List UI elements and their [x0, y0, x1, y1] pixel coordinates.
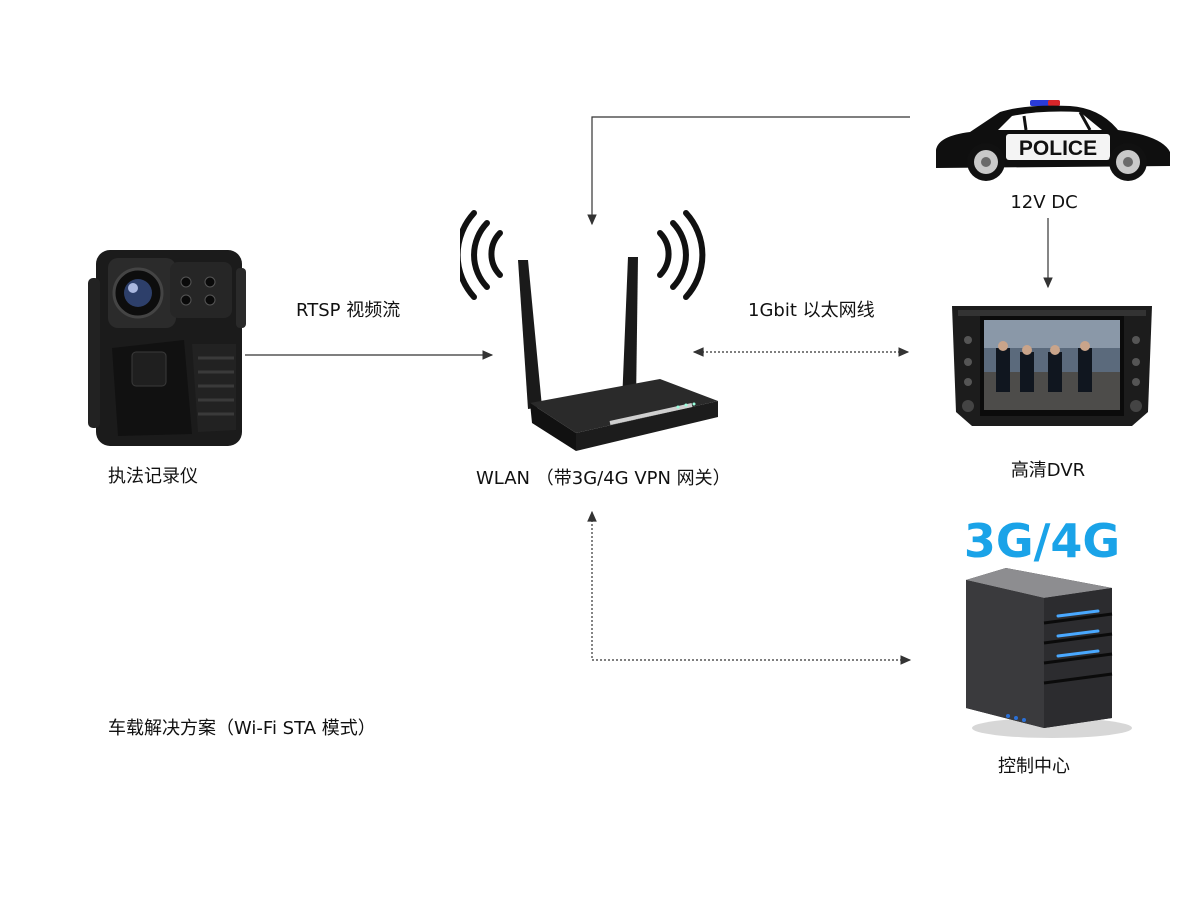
router-label: WLAN （带3G/4G VPN 网关）	[476, 468, 731, 489]
control-center-label: 控制中心	[998, 756, 1070, 777]
body-camera-image	[88, 250, 246, 446]
server-image	[966, 568, 1132, 738]
wifi-left-icon	[460, 210, 503, 300]
car-router-arrow	[587, 116, 910, 226]
police-car-image: POLICE	[936, 100, 1170, 181]
wifi-right-icon	[657, 210, 706, 300]
router-control-link	[587, 510, 912, 665]
router-image	[460, 210, 718, 451]
camera-label: 执法记录仪	[108, 466, 198, 487]
diagram-caption: 车载解决方案（Wi-Fi STA 模式）	[108, 718, 376, 739]
router-dvr-link-label: 1Gbit 以太网线	[748, 300, 875, 321]
network-badge: 3G/4G	[963, 514, 1121, 568]
dvr-label: 高清DVR	[1010, 460, 1086, 481]
car-police-text: POLICE	[1019, 137, 1097, 160]
car-power-label: 12V DC	[1010, 192, 1078, 213]
camera-router-link-label: RTSP 视频流	[296, 300, 401, 321]
dvr-image	[952, 306, 1152, 426]
